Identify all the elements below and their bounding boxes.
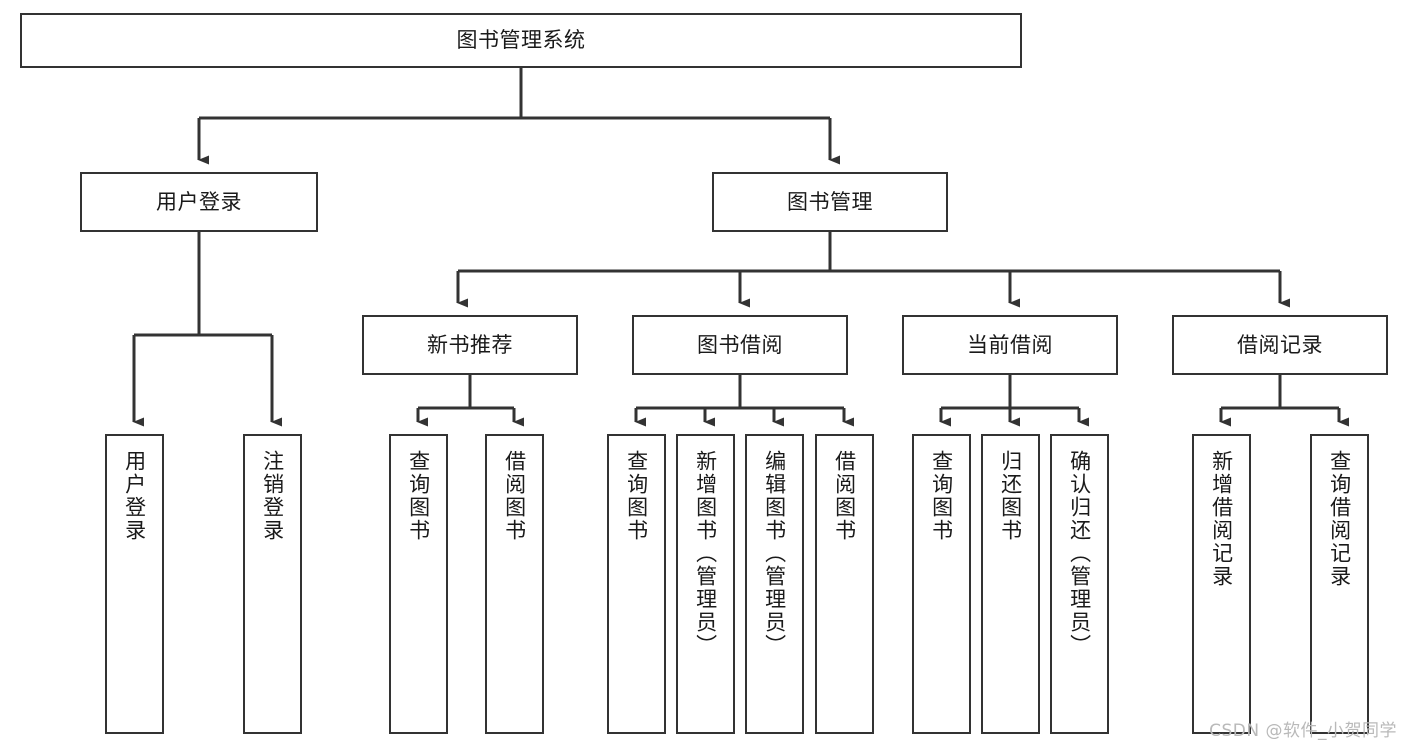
node-root-label: 图书管理系统 (456, 28, 586, 53)
node-leaf-borrow-lend-label: 借阅图书 (832, 450, 857, 542)
node-book-manage-label: 图书管理 (787, 189, 873, 214)
node-leaf-cur-query[interactable]: 查询图书 (912, 434, 971, 734)
node-leaf-cur-return[interactable]: 归还图书 (981, 434, 1040, 734)
node-book-manage[interactable]: 图书管理 (712, 172, 948, 232)
node-new-book-rec[interactable]: 新书推荐 (362, 315, 578, 375)
node-current-borrow-label: 当前借阅 (967, 332, 1053, 357)
node-user-login-label: 用户登录 (156, 189, 242, 214)
node-leaf-borrow-edit-label: 编辑图书（管理员） (762, 450, 787, 657)
node-leaf-borrow-query[interactable]: 查询图书 (607, 434, 666, 734)
node-leaf-rec-add-label: 新增借阅记录 (1209, 450, 1234, 588)
node-leaf-user-logout[interactable]: 注销登录 (243, 434, 302, 734)
node-leaf-borrow-query-label: 查询图书 (624, 450, 649, 542)
node-leaf-rec-search-label: 查询借阅记录 (1327, 450, 1352, 588)
node-leaf-cur-confirm[interactable]: 确认归还（管理员） (1050, 434, 1109, 734)
watermark: CSDN @软件_小贺同学 (1209, 721, 1397, 741)
node-borrow-record[interactable]: 借阅记录 (1172, 315, 1388, 375)
node-new-book-rec-label: 新书推荐 (427, 332, 513, 357)
node-leaf-user-logout-label: 注销登录 (260, 450, 285, 542)
node-leaf-rec-add[interactable]: 新增借阅记录 (1192, 434, 1251, 734)
node-leaf-user-login-label: 用户登录 (122, 450, 147, 542)
node-leaf-rec-search[interactable]: 查询借阅记录 (1310, 434, 1369, 734)
node-leaf-rec-query[interactable]: 查询图书 (389, 434, 448, 734)
node-leaf-borrow-lend[interactable]: 借阅图书 (815, 434, 874, 734)
node-leaf-borrow-add[interactable]: 新增图书（管理员） (676, 434, 735, 734)
node-current-borrow[interactable]: 当前借阅 (902, 315, 1118, 375)
node-leaf-cur-query-label: 查询图书 (929, 450, 954, 542)
node-leaf-rec-query-label: 查询图书 (406, 450, 431, 542)
node-leaf-rec-borrow-label: 借阅图书 (502, 450, 527, 542)
node-leaf-user-login[interactable]: 用户登录 (105, 434, 164, 734)
node-book-borrow[interactable]: 图书借阅 (632, 315, 848, 375)
node-root[interactable]: 图书管理系统 (20, 13, 1022, 68)
node-leaf-borrow-edit[interactable]: 编辑图书（管理员） (745, 434, 804, 734)
node-leaf-borrow-add-label: 新增图书（管理员） (693, 450, 718, 657)
node-book-borrow-label: 图书借阅 (697, 332, 783, 357)
node-leaf-cur-return-label: 归还图书 (998, 450, 1023, 542)
node-borrow-record-label: 借阅记录 (1237, 332, 1323, 357)
node-leaf-rec-borrow[interactable]: 借阅图书 (485, 434, 544, 734)
node-leaf-cur-confirm-label: 确认归还（管理员） (1067, 450, 1092, 657)
node-user-login[interactable]: 用户登录 (80, 172, 318, 232)
